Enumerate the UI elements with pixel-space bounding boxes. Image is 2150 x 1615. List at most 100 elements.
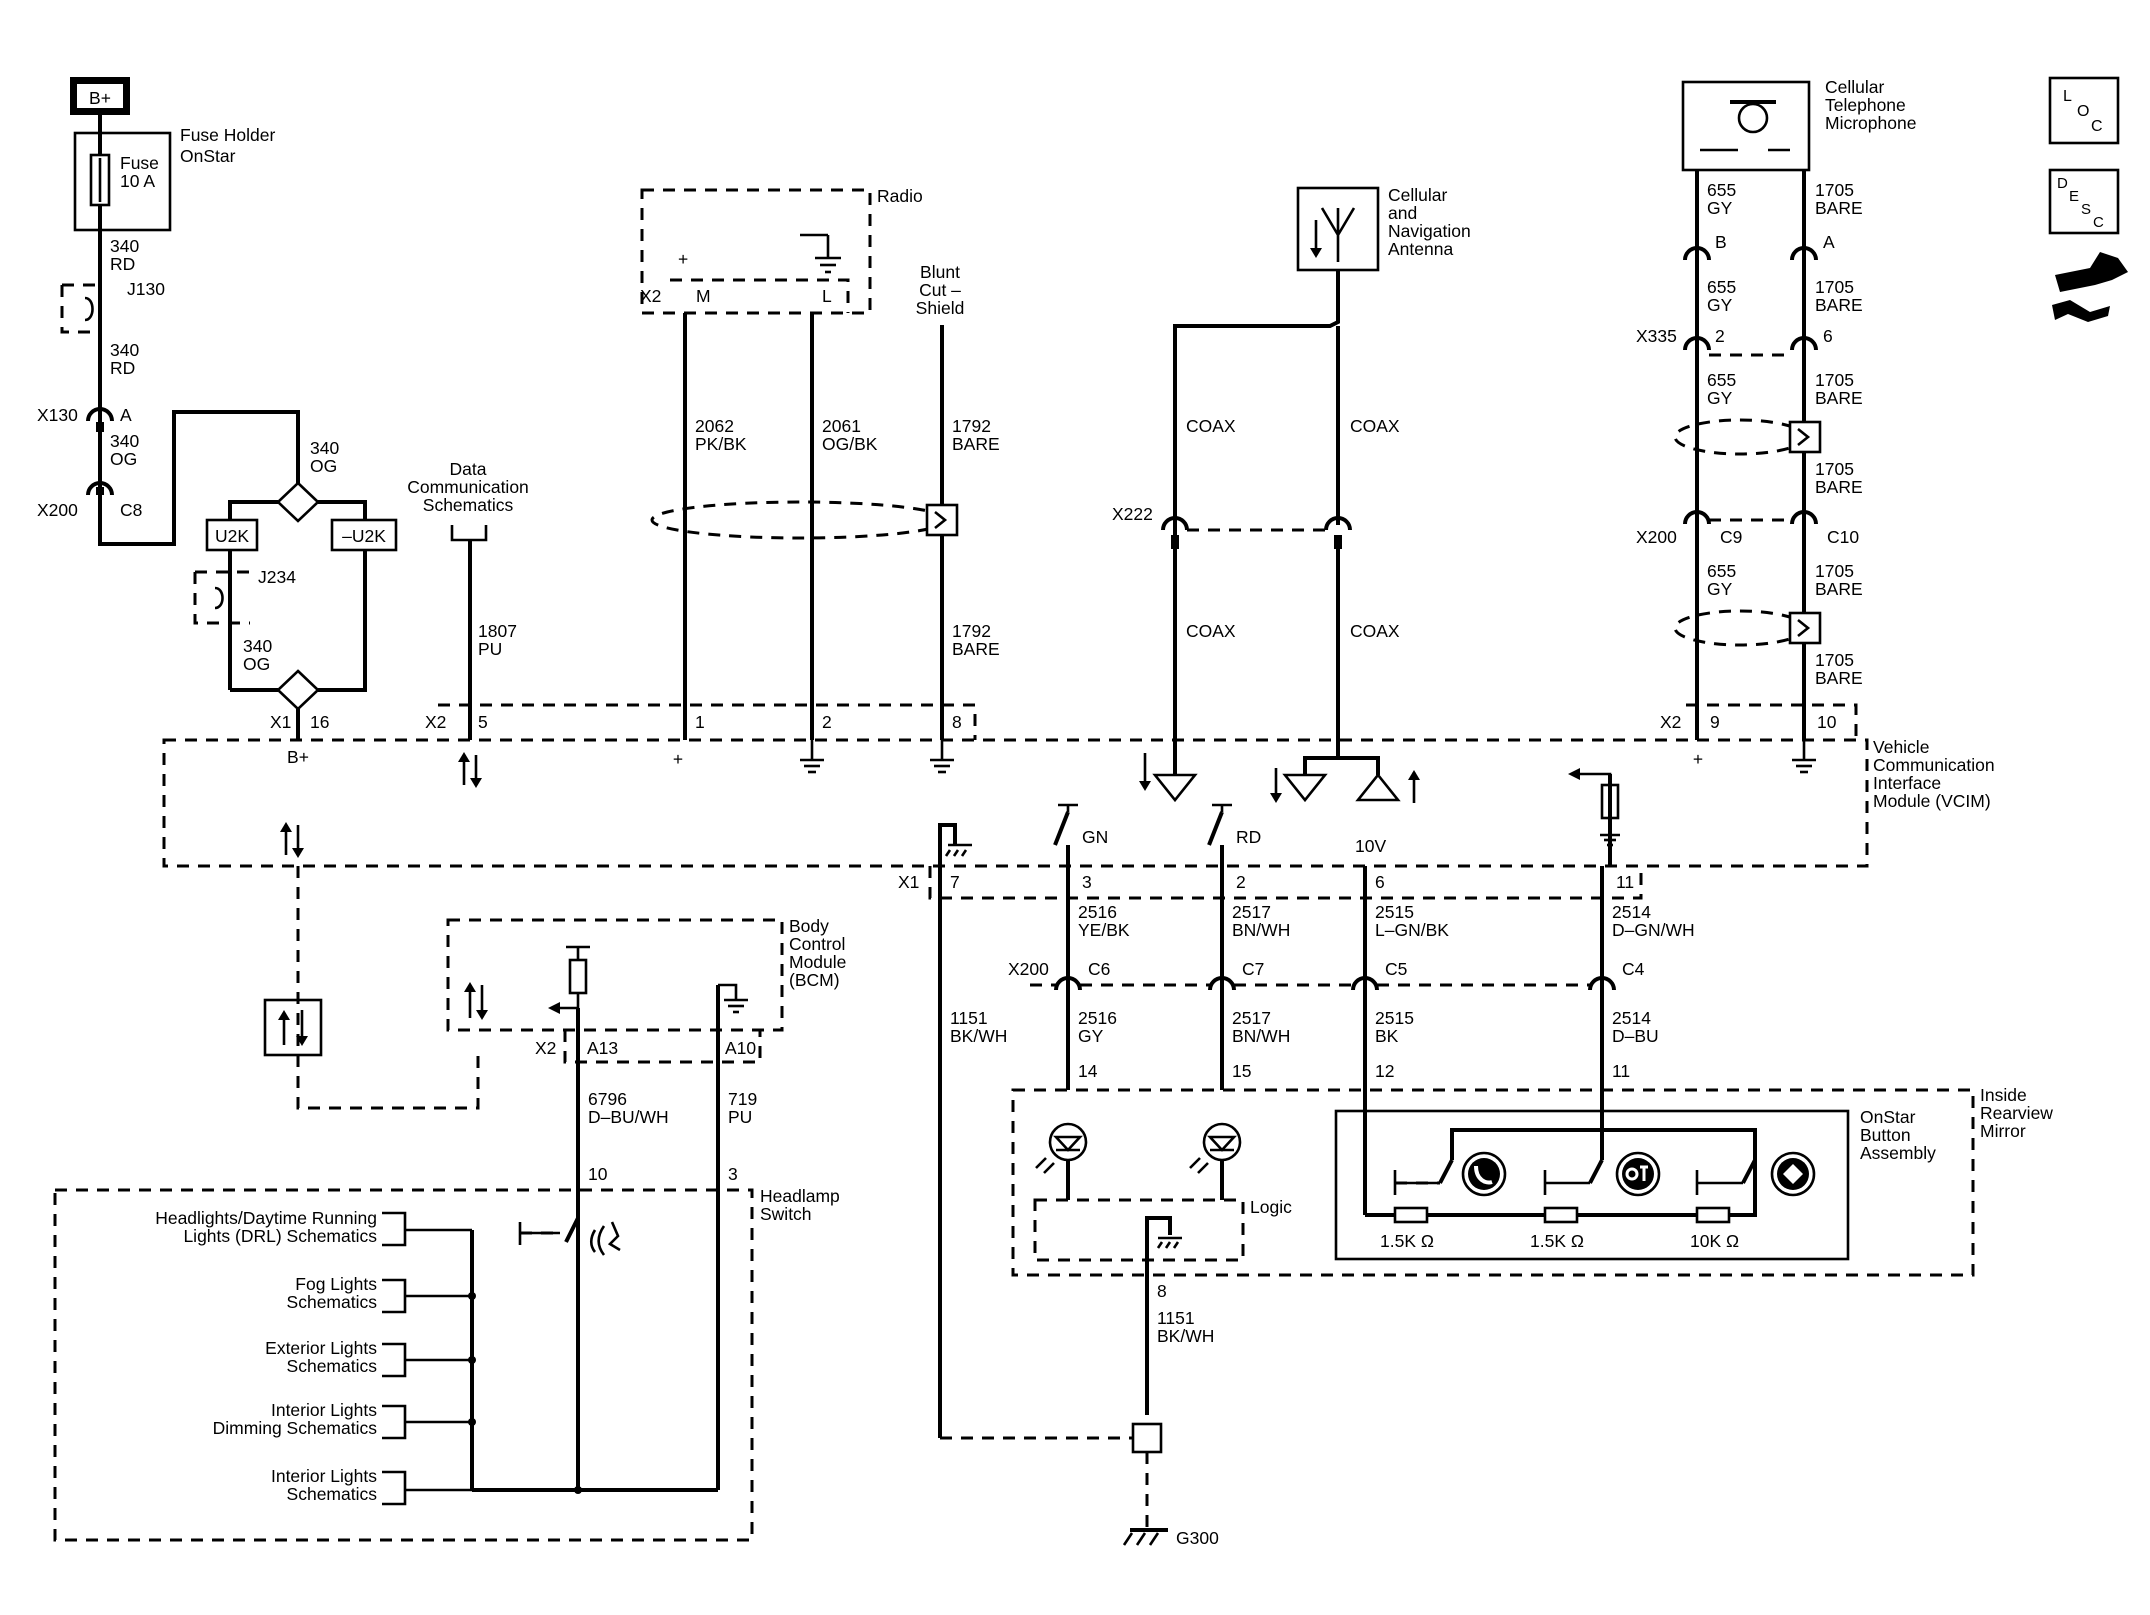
connector-x335: X335 2 6: [1636, 326, 1833, 357]
svg-text:1: 1: [695, 712, 705, 732]
bidirectional-data-icon: [280, 822, 304, 858]
svg-text:B+: B+: [89, 88, 111, 108]
svg-text:1.5K Ω: 1.5K Ω: [1530, 1231, 1584, 1251]
svg-text:2: 2: [1236, 872, 1246, 892]
svg-text:U2K: U2K: [215, 526, 249, 546]
svg-text:S: S: [2081, 201, 2091, 218]
svg-text:M: M: [696, 286, 711, 306]
svg-text:X1: X1: [898, 872, 919, 892]
svg-text:X222: X222: [1112, 504, 1153, 524]
svg-text:COAX: COAX: [1186, 416, 1236, 436]
loc-icon: L O C: [2048, 76, 2120, 145]
onstar-service-button-icon[interactable]: [1615, 1151, 1661, 1197]
emergency-button-icon[interactable]: [1770, 1151, 1816, 1197]
svg-text:+: +: [678, 249, 688, 269]
connector-x222: X222: [1112, 504, 1352, 549]
svg-text:10: 10: [588, 1164, 608, 1184]
svg-text:X335: X335: [1636, 326, 1677, 346]
svg-text:10V: 10V: [1355, 836, 1386, 856]
svg-text:COAX: COAX: [1350, 621, 1400, 641]
label-neg-u2k: –U2K: [330, 518, 398, 552]
svg-text:E: E: [2069, 188, 2079, 205]
ground-symbol: [800, 740, 1816, 774]
wrench-icon: [2052, 252, 2128, 322]
svg-text:15: 15: [1232, 1061, 1251, 1081]
svg-text:X130: X130: [37, 405, 78, 425]
svg-text:X200: X200: [37, 500, 78, 520]
svg-text:L: L: [822, 286, 832, 306]
svg-text:7: 7: [950, 872, 960, 892]
desc-icon: D E S C: [2048, 168, 2120, 235]
phone-button-icon[interactable]: [1461, 1151, 1507, 1197]
svg-text:X1: X1: [270, 712, 291, 732]
svg-text:C10: C10: [1827, 527, 1859, 547]
svg-text:X2: X2: [640, 286, 661, 306]
svg-text:C6: C6: [1088, 959, 1110, 979]
svg-text:6: 6: [1375, 872, 1385, 892]
svg-text:L: L: [2063, 88, 2072, 105]
svg-text:A13: A13: [587, 1038, 618, 1058]
ground-7: [938, 823, 972, 960]
svg-text:Radio: Radio: [877, 186, 923, 206]
svg-text:12: 12: [1375, 1061, 1394, 1081]
svg-text:3: 3: [1082, 872, 1092, 892]
svg-text:C7: C7: [1242, 959, 1264, 979]
connector-x200-mirror: X200 C6 C7 C5 C4: [1008, 959, 1645, 991]
connector-x200-c8: X200 C8: [37, 481, 142, 520]
svg-text:A10: A10: [725, 1038, 756, 1058]
svg-text:B+: B+: [287, 747, 309, 767]
svg-text:5: 5: [478, 712, 488, 732]
svg-text:J234: J234: [258, 567, 296, 587]
svg-text:–U2K: –U2K: [342, 526, 386, 546]
svg-text:1.5K Ω: 1.5K Ω: [1380, 1231, 1434, 1251]
logic-block: Logic: [1033, 1197, 1292, 1262]
splice-j234: J234: [193, 567, 296, 625]
svg-text:GN: GN: [1082, 827, 1108, 847]
connector-x130: X130 A: [37, 405, 132, 432]
svg-text:10: 10: [1817, 712, 1837, 732]
svg-text:X200: X200: [1636, 527, 1677, 547]
radio-module: Radio + X2 M L: [640, 186, 923, 315]
label-u2k: U2K: [205, 518, 259, 552]
svg-text:Logic: Logic: [1250, 1197, 1292, 1217]
svg-text:11: 11: [1616, 872, 1634, 892]
svg-text:B: B: [1715, 232, 1727, 252]
splice-j130: J130: [60, 279, 165, 334]
